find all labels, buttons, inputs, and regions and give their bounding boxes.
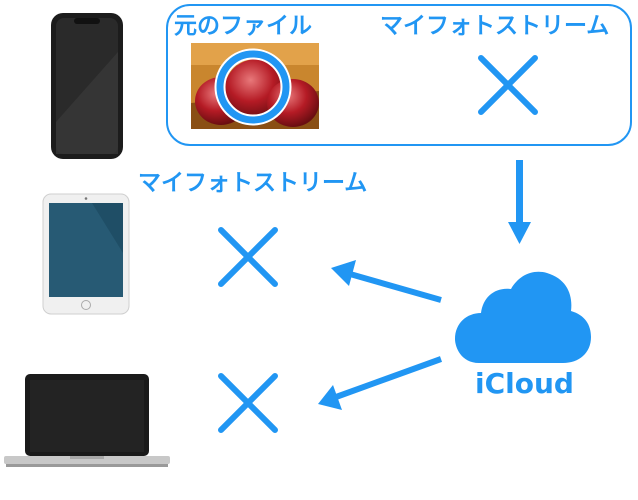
tablet-x-icon [218, 227, 278, 287]
tablet-photostream-label: マイフォトストリーム [138, 170, 368, 196]
mac-x-icon [218, 373, 278, 433]
arrow-icon-to-tablet [331, 260, 442, 303]
photostream-x-icon [478, 55, 538, 115]
phone-library-frame [166, 4, 632, 146]
iphone-device [51, 13, 123, 159]
arrow-icon-to-mac [318, 356, 443, 410]
icloud-label: iCloud [475, 367, 574, 400]
original-file-label: 元のファイル [174, 13, 312, 39]
phone-photostream-label: マイフォトストリーム [380, 13, 610, 39]
arrow-icon-down [508, 160, 531, 244]
cloud-icon [455, 271, 591, 363]
original-photo-thumbnail [191, 43, 319, 129]
macbook-device [4, 374, 170, 467]
ipad-device [42, 193, 130, 315]
